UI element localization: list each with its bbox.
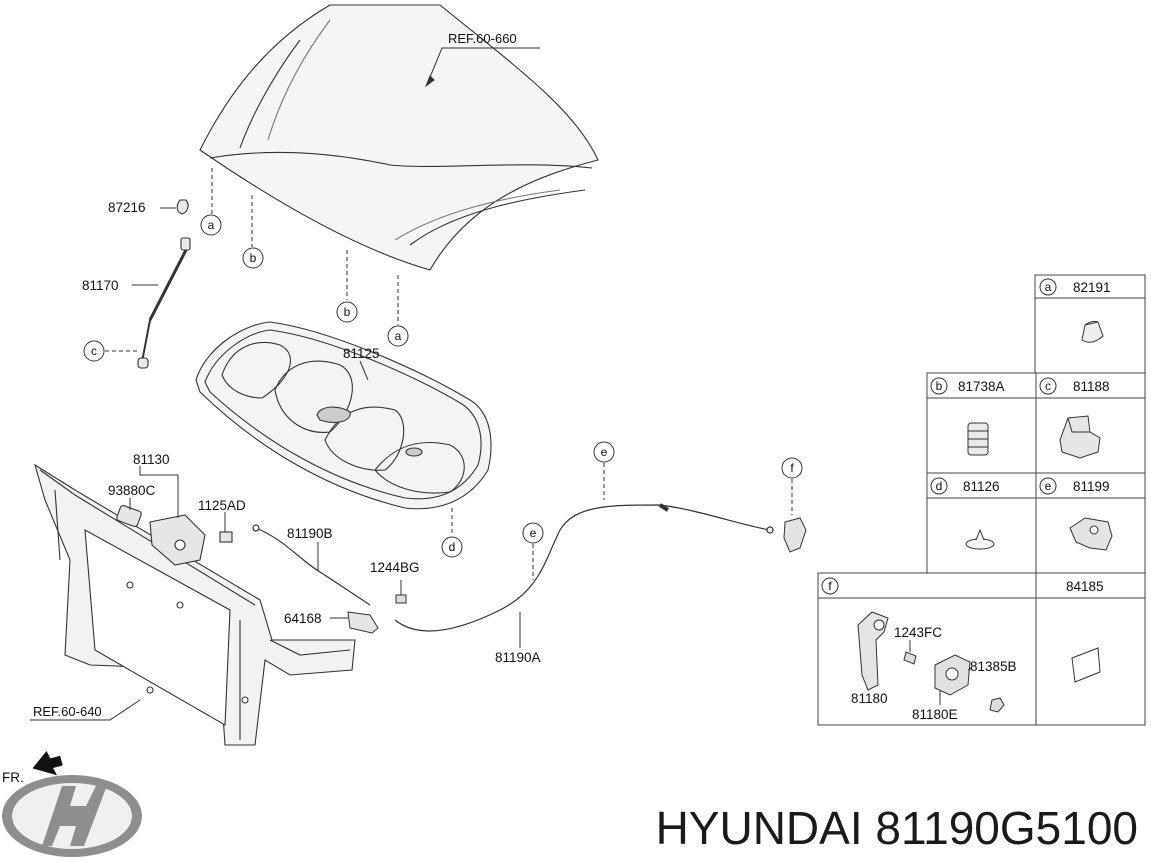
svg-text:a: a: [208, 218, 215, 232]
svg-text:d: d: [936, 479, 943, 493]
label-1244BG: 1244BG: [370, 560, 420, 575]
label-81170: 81170: [82, 278, 119, 293]
legend-table: [817, 274, 1146, 726]
front-end-carrier: [34, 463, 356, 746]
svg-text:b: b: [344, 305, 351, 319]
part-81180e-lever: [934, 654, 971, 696]
part-84185-drawing: [1071, 647, 1101, 683]
label-93880C: 93880C: [108, 483, 156, 498]
label-81385B: 81385B: [970, 659, 1017, 674]
carrier-ref-label: REF.60-640: [33, 704, 102, 719]
callout-f-handle: f: [781, 457, 803, 515]
hyundai-logo: [2, 775, 142, 857]
leader-81385B: [967, 667, 973, 671]
leader-81130: [139, 466, 179, 518]
svg-text:b: b: [936, 379, 943, 393]
legend-84185-header: 84185: [1066, 579, 1104, 594]
release-cable-81190a: [394, 503, 774, 632]
hood-ref-leader: [424, 47, 540, 88]
hood-locator-lines: [211, 168, 399, 325]
callout-a-hood-1: a: [200, 214, 222, 236]
label-1125AD: 1125AD: [198, 498, 246, 513]
callout-a-hood-2: a: [387, 325, 409, 347]
release-handle-part: [783, 517, 807, 553]
part-81188-drawing: [1059, 415, 1101, 459]
svg-text:81199: 81199: [1073, 479, 1110, 494]
bolt-1244bg: [395, 580, 407, 604]
part-81199-drawing: [1069, 517, 1113, 551]
bolt-1243fc: [903, 640, 917, 665]
label-81190A: 81190A: [495, 650, 541, 665]
legend-f-header: f: [821, 577, 839, 595]
svg-text:b: b: [250, 251, 257, 265]
label-64168: 64168: [284, 611, 322, 626]
hood-panel: [199, 4, 599, 271]
svg-text:e: e: [1045, 479, 1052, 493]
front-marker-label: FR.: [2, 770, 24, 785]
callout-e-cable-1: e: [522, 522, 544, 580]
part-81126-drawing: [965, 528, 995, 550]
callout-b-hood-2: b: [336, 301, 358, 323]
svg-text:e: e: [530, 526, 537, 540]
svg-text:a: a: [1045, 280, 1052, 294]
label-81190B: 81190B: [287, 526, 333, 541]
callout-b-hood-1: b: [242, 247, 264, 269]
front-direction-arrow: [32, 751, 63, 776]
carrier-ref-leader: [30, 699, 141, 721]
legend-c-header: c 81188: [1039, 377, 1110, 395]
svg-text:c: c: [91, 344, 97, 358]
callout-d-insulator: d: [441, 508, 463, 558]
svg-text:82191: 82191: [1073, 280, 1111, 295]
legend-a-header: a 82191: [1039, 278, 1111, 296]
label-81125: 81125: [343, 346, 380, 361]
svg-text:a: a: [395, 329, 402, 343]
svg-text:81738A: 81738A: [958, 379, 1005, 394]
label-81180: 81180: [851, 691, 888, 706]
svg-text:c: c: [1045, 379, 1051, 393]
hood-ref-label: REF.60-660: [448, 31, 517, 46]
label-81180E: 81180E: [912, 707, 958, 722]
svg-text:81126: 81126: [963, 479, 1000, 494]
brand-part-number-title: HYUNDAI 81190G5100: [656, 802, 1138, 854]
svg-text:e: e: [601, 445, 608, 459]
callout-c-rod: c: [83, 340, 137, 362]
label-81130: 81130: [133, 452, 170, 467]
label-87216: 87216: [108, 200, 146, 215]
hood-latch: [116, 505, 233, 566]
svg-text:81188: 81188: [1073, 379, 1110, 394]
leader-81125: [359, 360, 369, 381]
hood-stay-rod: [137, 199, 191, 369]
part-81385b-nut: [989, 697, 1005, 713]
callout-e-cable-2: e: [593, 441, 615, 500]
cable-bracket-64168: [347, 611, 379, 634]
svg-text:d: d: [449, 540, 456, 554]
release-cable-81190b: [252, 524, 371, 606]
part-82191-drawing: [1081, 320, 1104, 343]
part-81738a-drawing: [967, 422, 989, 456]
legend-e-header: e 81199: [1039, 477, 1110, 495]
part-81180-handle: [857, 611, 889, 691]
svg-text:f: f: [790, 461, 794, 475]
legend-d-header: d 81126: [930, 477, 1000, 495]
svg-text:f: f: [828, 579, 832, 593]
hood-insulator: [195, 321, 492, 510]
label-1243FC: 1243FC: [894, 625, 942, 640]
legend-b-header: b 81738A: [930, 377, 1005, 395]
